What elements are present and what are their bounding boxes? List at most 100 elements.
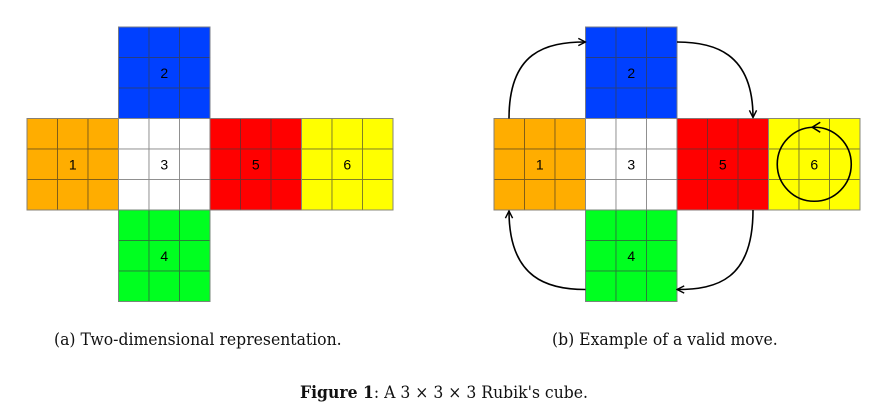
figure-caption: Figure 1: A 3 × 3 × 3 Rubik's cube. (300, 383, 588, 403)
sticker (615, 240, 647, 272)
sticker (179, 270, 211, 302)
sticker (768, 148, 800, 180)
sticker (646, 118, 678, 150)
sticker (179, 118, 211, 150)
arrow-face4-to-face1 (509, 211, 586, 291)
sticker (331, 118, 363, 150)
sticker (585, 118, 617, 150)
face-5: 5 (209, 118, 302, 211)
sticker (148, 209, 180, 241)
sticker (646, 179, 678, 211)
sticker (585, 179, 617, 211)
sticker (646, 87, 678, 119)
sticker (118, 148, 150, 180)
sticker (615, 118, 647, 150)
move-arrows (508, 41, 853, 291)
sticker (615, 26, 647, 58)
face-number-label: 5 (719, 156, 727, 172)
face-number-label: 3 (160, 156, 168, 172)
sticker (585, 148, 617, 180)
sticker (585, 26, 617, 58)
face-number-label: 6 (343, 156, 351, 172)
sticker (240, 179, 272, 211)
sticker (148, 26, 180, 58)
sticker (179, 179, 211, 211)
sticker (615, 209, 647, 241)
sticker (554, 118, 586, 150)
sticker (87, 179, 119, 211)
sticker (270, 148, 302, 180)
sticker (707, 118, 739, 150)
sticker (26, 179, 58, 211)
face-number-label: 4 (627, 248, 635, 264)
sticker (26, 148, 58, 180)
sticker (179, 87, 211, 119)
face-6: 6 (768, 118, 861, 211)
sticker (301, 179, 333, 211)
sticker (118, 179, 150, 211)
subfigure-a-cube-net: 1 2 3 4 5 6 (26, 26, 394, 302)
sticker (118, 118, 150, 150)
sticker (148, 87, 180, 119)
sticker (87, 148, 119, 180)
sticker (209, 148, 241, 180)
sticker (615, 87, 647, 119)
sticker (615, 270, 647, 302)
sticker (118, 87, 150, 119)
sticker (737, 179, 769, 211)
sticker (209, 179, 241, 211)
sticker (585, 240, 617, 272)
sticker (301, 118, 333, 150)
sticker (493, 118, 525, 150)
face-4: 4 (118, 209, 211, 302)
sticker (646, 240, 678, 272)
sticker (179, 209, 211, 241)
sticker (524, 148, 556, 180)
face-2: 2 (118, 26, 211, 119)
face-3: 3 (118, 118, 211, 211)
sticker (676, 148, 708, 180)
sticker (524, 179, 556, 211)
sticker (493, 148, 525, 180)
sticker (646, 148, 678, 180)
subfigure-a-caption: (a) Two-dimensional representation. (54, 330, 342, 350)
face-number-label: 4 (160, 248, 168, 264)
sticker (798, 118, 830, 150)
sticker (798, 179, 830, 211)
face-number-label: 1 (536, 156, 544, 172)
arrow-face5-to-face4 (677, 209, 754, 290)
sticker (148, 148, 180, 180)
face-border (118, 209, 211, 302)
sticker (331, 179, 363, 211)
subfigure-b-cube-net: 1 2 3 4 5 6 (493, 26, 861, 302)
face-number-label: 2 (160, 65, 168, 81)
rotation-circle-face-6 (776, 126, 853, 203)
sticker (148, 179, 180, 211)
arrow-face1-to-face2 (508, 42, 586, 119)
sticker (179, 57, 211, 89)
sticker (676, 179, 708, 211)
sticker (615, 148, 647, 180)
sticker (737, 148, 769, 180)
sticker (57, 179, 89, 211)
figure-label: Figure 1 (300, 383, 374, 403)
sticker (646, 26, 678, 58)
sticker (118, 240, 150, 272)
face-number-label: 1 (69, 156, 77, 172)
face-4: 4 (585, 209, 678, 302)
sticker (148, 118, 180, 150)
sticker (118, 209, 150, 241)
sticker (524, 118, 556, 150)
sticker (493, 179, 525, 211)
sticker (646, 57, 678, 89)
face-number-label: 2 (627, 65, 635, 81)
sticker (301, 148, 333, 180)
arrow-face2-to-face5 (676, 41, 753, 118)
face-1: 1 (26, 118, 119, 211)
sticker (646, 270, 678, 302)
face-2: 2 (585, 26, 678, 119)
face-number-label: 3 (627, 156, 635, 172)
sticker (118, 26, 150, 58)
figure-caption-text: : A 3 × 3 × 3 Rubik's cube. (373, 383, 589, 403)
face-3: 3 (585, 118, 678, 211)
